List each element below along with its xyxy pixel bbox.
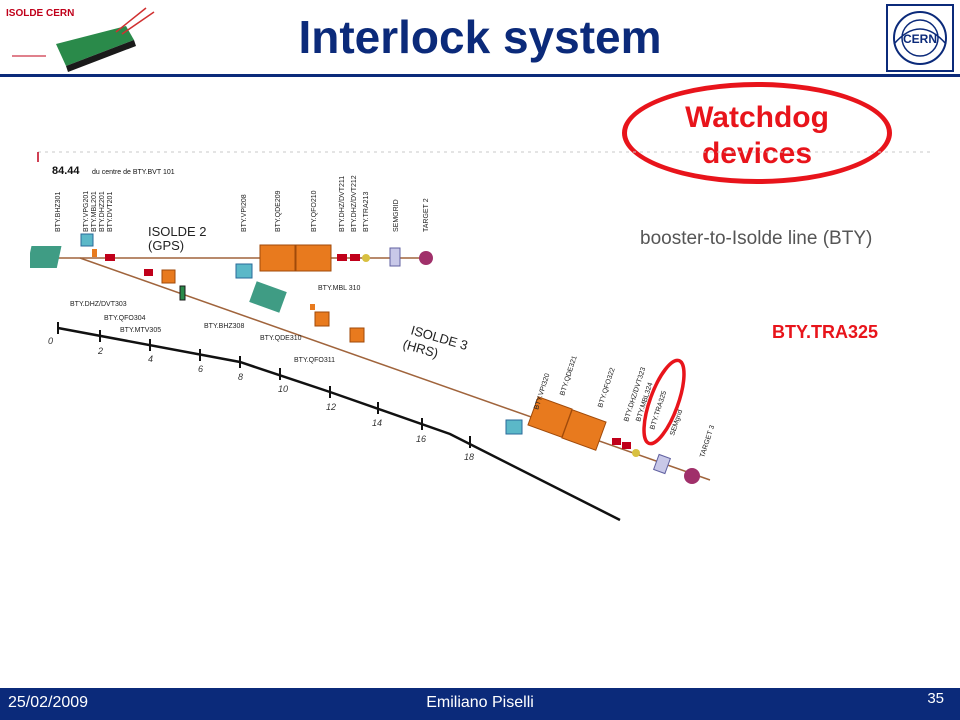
scale-tick-2: 2: [97, 346, 103, 356]
scale-tick-0: 0: [48, 336, 53, 346]
scale-tick-14: 14: [372, 418, 382, 428]
header-rule: [0, 74, 960, 77]
watchdog-oval: [622, 82, 892, 184]
page-number: 35: [927, 690, 944, 707]
vpi208-pump: [235, 263, 253, 279]
label-mbl310: BTY.MBL 310: [318, 285, 361, 292]
bty-line-caption: booster-to-Isolde line (BTY): [640, 228, 873, 249]
label-tra213: BTY.TRA213: [363, 192, 370, 232]
tra325-highlight-oval: [642, 358, 686, 446]
scale-tick-18: 18: [464, 452, 474, 462]
mbl201-marker: [92, 249, 97, 257]
vpi320-pump: [505, 419, 523, 435]
label-dhz201: BTY.DHZ201: [99, 191, 106, 232]
scale-tick-16: 16: [416, 434, 426, 444]
target3: [684, 468, 700, 484]
cern-logo: CERN: [886, 4, 954, 72]
dhz-dvt303-corrector: [144, 269, 153, 276]
footer-bar: [0, 688, 960, 720]
label-qfo322: BTY.QFO322: [597, 367, 617, 409]
bty-tra-label: BTY.TRA325: [772, 322, 879, 342]
top-reference: 84.44 du centre de BTY.BVT 101: [37, 151, 930, 177]
scale-tick-12: 12: [326, 402, 336, 412]
label-bhz301: BTY.BHZ301: [55, 192, 62, 232]
bhz301-dipole: [30, 246, 62, 268]
watchdog-line2: devices: [701, 137, 813, 170]
qde209-quadrupole: [259, 244, 296, 272]
distance-scale: 0 2 4 6 8 10 12 14 16 18: [48, 322, 621, 522]
label-dvt201: BTY.DVT201: [107, 192, 114, 232]
footer-date: 25/02/2009: [8, 694, 89, 711]
scale-tick-6: 6: [198, 364, 203, 374]
isolde2-line: BTY.BHZ301 BTY.VPG201 BTY.MBL201 BTY.DHZ…: [30, 175, 433, 279]
top-note: du centre de BTY.BVT 101: [92, 169, 175, 176]
mtv305-screen: [179, 285, 186, 301]
isolde2-label: ISOLDE 2: [148, 224, 207, 239]
label-qde310: BTY.QDE310: [260, 335, 302, 342]
scale-tick-8: 8: [238, 372, 243, 382]
dhz-dvt323-corrector: [612, 438, 621, 445]
tra213-transformer: [362, 254, 370, 262]
qfo304-quadrupole: [161, 269, 176, 284]
scale-tick-10: 10: [278, 384, 288, 394]
label-dhz-dvt211: BTY.DHZ/DVT211: [339, 176, 346, 232]
isolde-logo: [12, 7, 155, 72]
bhz308-dipole: [249, 281, 287, 313]
label-dhz-dvt303: BTY.DHZ/DVT303: [70, 301, 127, 308]
label-target3: TARGET 3: [699, 424, 716, 458]
scale-tick-4: 4: [148, 354, 153, 364]
dhz-dvt201-corrector: [105, 254, 115, 261]
qfo322-quadrupole: [561, 409, 607, 451]
dhz-dvt212-corrector: [350, 254, 360, 261]
cern-logo-label: CERN: [903, 32, 937, 46]
mbl310-marker: [310, 304, 315, 310]
label-vpi208: BTY.VPI208: [241, 194, 248, 232]
isolde3-line: BTY.DHZ/DVT303 BTY.QFO304 BTY.MTV305 BTY…: [70, 257, 716, 484]
label-qfo311: BTY.QFO311: [294, 357, 335, 364]
tra325-transformer: [632, 449, 640, 457]
target2: [419, 251, 433, 265]
isolde-logo-text: ISOLDE CERN: [6, 8, 74, 20]
label-qde321: BTY.QDE321: [559, 355, 579, 397]
label-qfo210: BTY.QFO210: [311, 190, 318, 232]
page-title: Interlock system: [298, 11, 662, 63]
label-semgrid-2: SEMGRID: [393, 199, 400, 232]
semgrid-2: [389, 247, 401, 267]
qfo210-quadrupole: [295, 244, 332, 272]
label-dhz-dvt212: BTY.DHZ/DVT212: [351, 175, 358, 232]
label-bhz308: BTY.BHZ308: [204, 323, 244, 330]
vpg201-pump: [80, 233, 94, 247]
label-mbl201: BTY.MBL201: [91, 191, 98, 232]
isolde2-sublabel: (GPS): [148, 238, 184, 253]
label-qfo304: BTY.QFO304: [104, 315, 146, 322]
label-mtv305: BTY.MTV305: [120, 327, 161, 334]
semgrid-3: [652, 453, 672, 475]
top-distance: 84.44: [52, 165, 80, 177]
beamline-diagram: 84.44 du centre de BTY.BVT 101 BTY.BHZ30…: [30, 151, 930, 522]
label-qde209: BTY.QDE209: [275, 190, 282, 232]
isolde-logo-label: ISOLDE CERN: [6, 8, 75, 19]
dhz-dvt211-corrector: [337, 254, 347, 261]
label-vpg201: BTY.VPG201: [83, 191, 90, 232]
watchdog-callout: Watchdog devices: [622, 100, 892, 172]
qfo311-quadrupole: [349, 327, 365, 343]
watchdog-line1: Watchdog: [685, 101, 829, 134]
label-target2: TARGET 2: [423, 198, 430, 232]
qde310-quadrupole: [314, 311, 330, 327]
mbl324-marker: [622, 442, 631, 449]
footer-author: Emiliano Piselli: [426, 694, 534, 711]
